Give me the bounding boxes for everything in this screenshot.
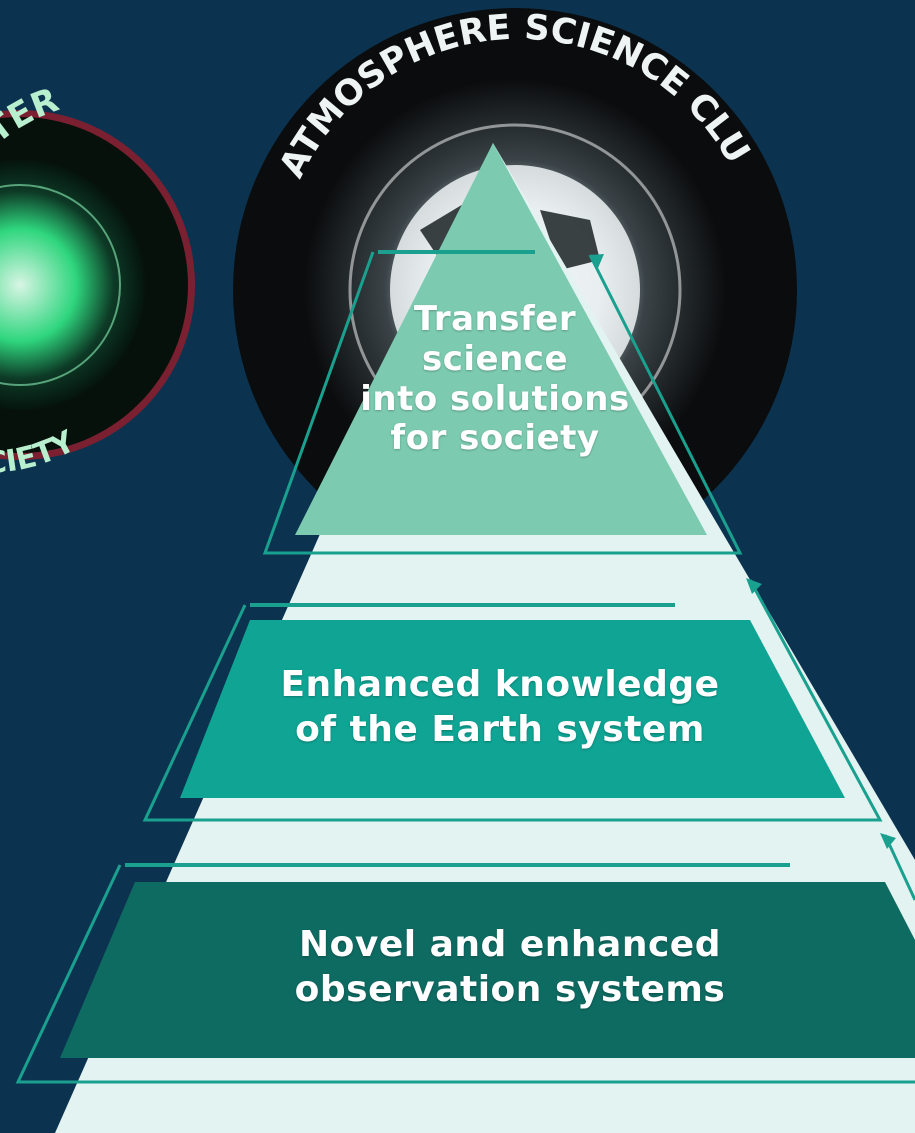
left-cluster-badge: E CLUSTER OCIETY	[0, 80, 195, 481]
tier-bottom-line-2: observation systems	[294, 969, 726, 1010]
tier-top-line-1: Transfer	[413, 299, 577, 339]
tier-top-shape	[295, 143, 707, 535]
tier-middle-outline	[142, 579, 883, 822]
tier-top-line-3: into solutions	[360, 378, 630, 419]
arrow-head-bottom	[880, 833, 896, 849]
tier-middle-shape	[180, 620, 845, 798]
tier-top-outline	[262, 251, 743, 555]
tier-bottom-line-1: Novel and enhanced	[299, 924, 721, 965]
tier-bottom-shape	[60, 882, 915, 1058]
arrow-head-top	[590, 254, 604, 268]
tier-top-line-4: for society	[390, 418, 600, 459]
left-badge-globe	[0, 160, 145, 410]
tier-top-label: Transfer science into solutions for soci…	[330, 299, 660, 459]
tier-middle-label: Enhanced knowledge of the Earth system	[230, 662, 770, 752]
tier-top-line-2: science	[421, 338, 569, 379]
tier-bottom-outline	[15, 864, 915, 1084]
pyramid	[15, 143, 915, 1133]
tier-bottom-label: Novel and enhanced observation systems	[240, 922, 780, 1012]
tier-middle-line-2: of the Earth system	[295, 709, 705, 750]
tier-middle-line-1: Enhanced knowledge	[280, 664, 720, 705]
arrow-head-middle	[746, 578, 762, 594]
